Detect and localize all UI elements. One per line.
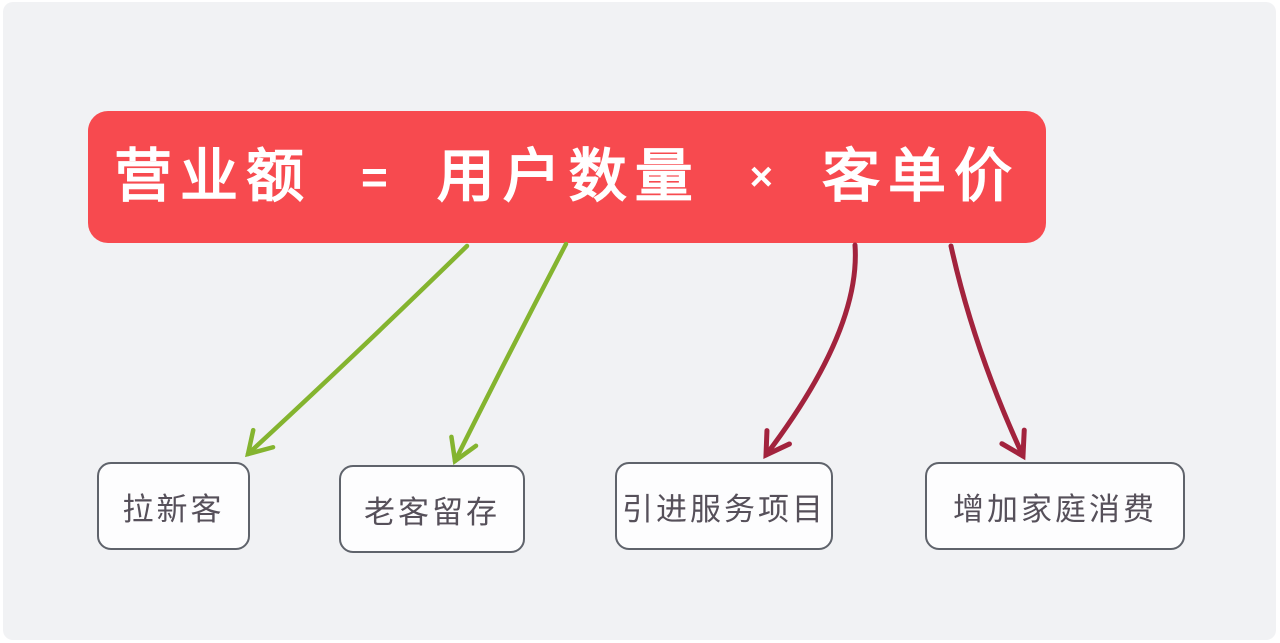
formula-banner: 营业额 = 用户数量 × 客单价 xyxy=(88,111,1046,243)
formula-term-revenue: 营业额 xyxy=(114,144,313,209)
box-retain-old-customers: 老客留存 xyxy=(339,465,525,553)
box-introduce-service-items: 引进服务项目 xyxy=(615,462,833,550)
box-increase-family-consumption: 增加家庭消费 xyxy=(925,462,1185,550)
box-label: 拉新客 xyxy=(122,491,225,527)
box-label: 引进服务项目 xyxy=(622,491,826,527)
arrow-users-to-new-customers xyxy=(245,243,470,458)
formula-term-user-count: 用户数量 xyxy=(436,144,701,209)
arrow-price-to-services xyxy=(763,242,858,460)
box-attract-new-customers: 拉新客 xyxy=(97,462,250,550)
arrow-users-to-retention xyxy=(449,241,569,465)
multiply-operator: × xyxy=(749,155,774,199)
box-label: 增加家庭消费 xyxy=(953,491,1157,527)
formula-term-avg-price: 客单价 xyxy=(821,144,1020,209)
box-label: 老客留存 xyxy=(364,494,500,530)
arrow-price-to-family-spend xyxy=(948,243,1027,461)
equals-operator: = xyxy=(360,151,388,203)
